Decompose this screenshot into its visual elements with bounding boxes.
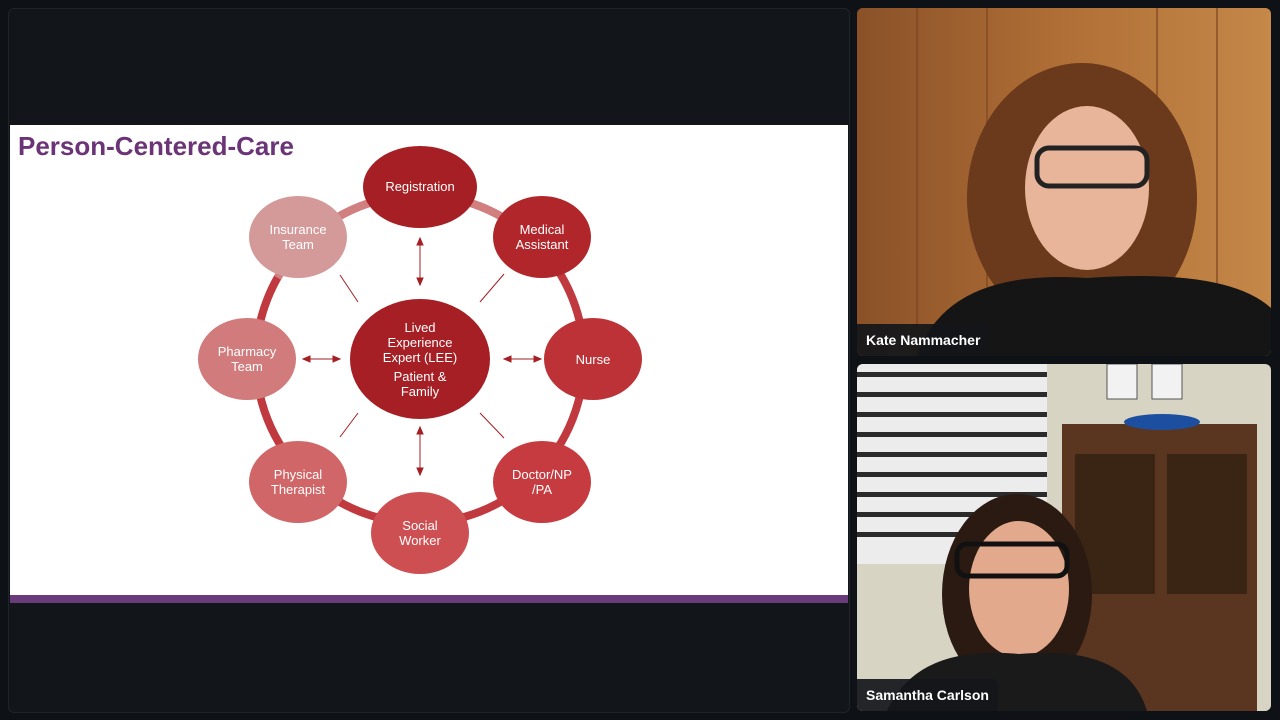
arrow-physical-therapist: [339, 412, 359, 438]
node-pharmacy-team: Pharmacy Team: [198, 318, 296, 400]
svg-text:Assistant: Assistant: [516, 237, 569, 252]
svg-text:Expert (LEE): Expert (LEE): [383, 350, 457, 365]
svg-text:Lived: Lived: [404, 320, 435, 335]
person-centered-care-diagram: Registration Medical Assistant Nurse Doc…: [198, 146, 642, 574]
svg-text:Therapist: Therapist: [271, 482, 326, 497]
svg-text:Insurance: Insurance: [269, 222, 326, 237]
node-medical-assistant: Medical Assistant: [493, 196, 591, 278]
node-doctor: Doctor/NP /PA: [493, 441, 591, 523]
screen-share-tile[interactable]: Person-Centered-Care: [8, 8, 850, 713]
svg-text:Nurse: Nurse: [576, 352, 611, 367]
slide-footer-bar: [10, 595, 848, 603]
svg-text:Team: Team: [282, 237, 314, 252]
node-social-worker: Social Worker: [371, 492, 469, 574]
video-frame: [857, 364, 1271, 711]
svg-text:Family: Family: [401, 384, 440, 399]
arrow-doctor: [479, 412, 505, 439]
node-registration: Registration: [363, 146, 477, 228]
presentation-slide: Person-Centered-Care: [10, 125, 848, 603]
arrow-insurance: [339, 274, 359, 303]
svg-text:Pharmacy: Pharmacy: [218, 344, 277, 359]
svg-text:Worker: Worker: [399, 533, 441, 548]
svg-text:Registration: Registration: [385, 179, 454, 194]
svg-text:Social: Social: [402, 518, 438, 533]
slide-title: Person-Centered-Care: [18, 131, 294, 161]
svg-text:Team: Team: [231, 359, 263, 374]
svg-text:Medical: Medical: [520, 222, 565, 237]
svg-text:Experience: Experience: [387, 335, 452, 350]
participant-name-tag: Kate Nammacher: [857, 324, 990, 356]
node-physical-therapist: Physical Therapist: [249, 441, 347, 523]
svg-text:Patient &: Patient &: [394, 369, 447, 384]
svg-text:Physical: Physical: [274, 467, 323, 482]
node-nurse: Nurse: [544, 318, 642, 400]
node-center-lee: Lived Experience Expert (LEE) Patient & …: [350, 299, 490, 419]
participant-video-samantha[interactable]: Samantha Carlson: [857, 364, 1271, 711]
node-insurance-team: Insurance Team: [249, 196, 347, 278]
arrow-medical-assistant: [479, 273, 505, 303]
video-frame: [857, 8, 1271, 356]
svg-text:Doctor/NP: Doctor/NP: [512, 467, 572, 482]
svg-text:/PA: /PA: [532, 482, 552, 497]
participant-name-tag: Samantha Carlson: [857, 679, 998, 711]
participant-video-kate[interactable]: Kate Nammacher: [857, 8, 1271, 356]
arrows: [301, 236, 543, 477]
